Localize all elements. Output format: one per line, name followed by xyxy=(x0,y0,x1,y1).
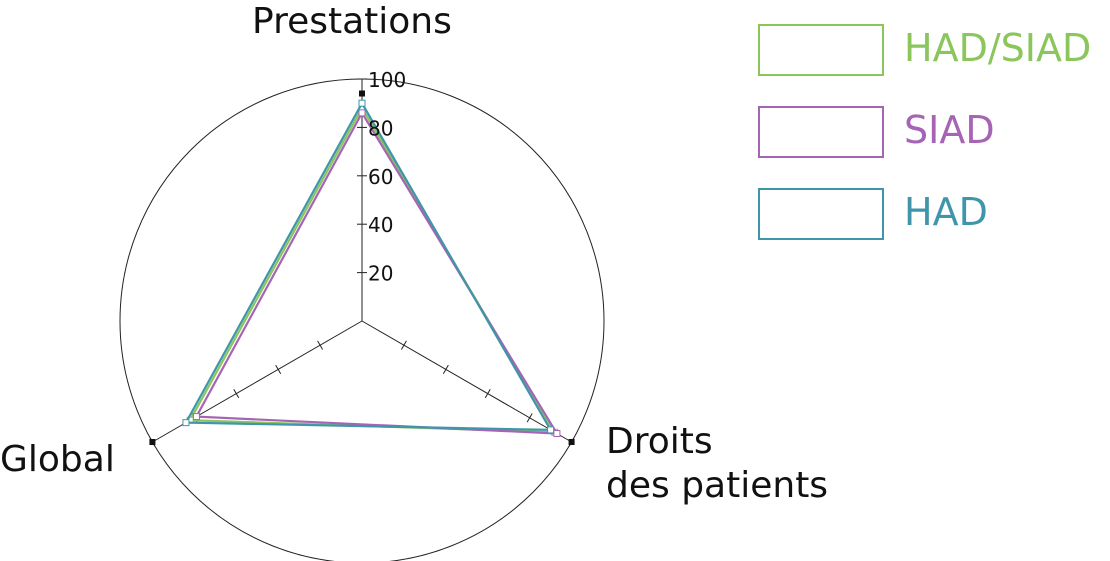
tick-label-40: 40 xyxy=(368,213,393,237)
series-point-1-1 xyxy=(553,430,561,438)
vertex-marker-2 xyxy=(149,439,156,445)
axis-label-prestations: Prestations xyxy=(252,1,452,42)
legend-label-siad: SIAD xyxy=(904,108,995,152)
series-point-1-2 xyxy=(192,413,200,421)
legend-label-had-siad: HAD/SIAD xyxy=(904,26,1092,70)
vertex-marker-0 xyxy=(359,90,365,97)
series-point-2-0 xyxy=(358,99,366,107)
legend-swatch-had-siad xyxy=(758,24,884,76)
tick-label-100: 100 xyxy=(368,68,406,92)
axis-label-droits-des-patients: Droits des patients xyxy=(606,420,828,508)
tick-label-80: 80 xyxy=(368,116,393,140)
axis-tick-1-60 xyxy=(484,389,491,399)
legend-swatch-siad xyxy=(758,106,884,158)
legend-swatch-had xyxy=(758,188,884,240)
axis-label-global: Global xyxy=(0,439,115,480)
axis-label-droits-line1: Droits xyxy=(606,421,713,462)
axis-tick-2-60 xyxy=(233,389,240,399)
axis-line-1 xyxy=(361,320,572,443)
legend-label-had: HAD xyxy=(904,190,988,234)
series-polygon-2 xyxy=(184,100,553,432)
tick-label-20: 20 xyxy=(368,262,393,286)
vertex-marker-1 xyxy=(568,439,575,445)
series-point-2-1 xyxy=(547,426,555,434)
axis-label-droits-line2: des patients xyxy=(606,464,829,506)
axis-tick-1-80 xyxy=(526,413,533,423)
axis-tick-1-40 xyxy=(442,364,449,374)
series-point-1-0 xyxy=(358,109,366,117)
axis-tick-2-20 xyxy=(317,340,324,350)
series-point-2-2 xyxy=(182,419,190,427)
tick-label-60: 60 xyxy=(368,165,393,189)
axis-tick-1-20 xyxy=(400,340,407,350)
axis-tick-2-40 xyxy=(275,364,282,374)
